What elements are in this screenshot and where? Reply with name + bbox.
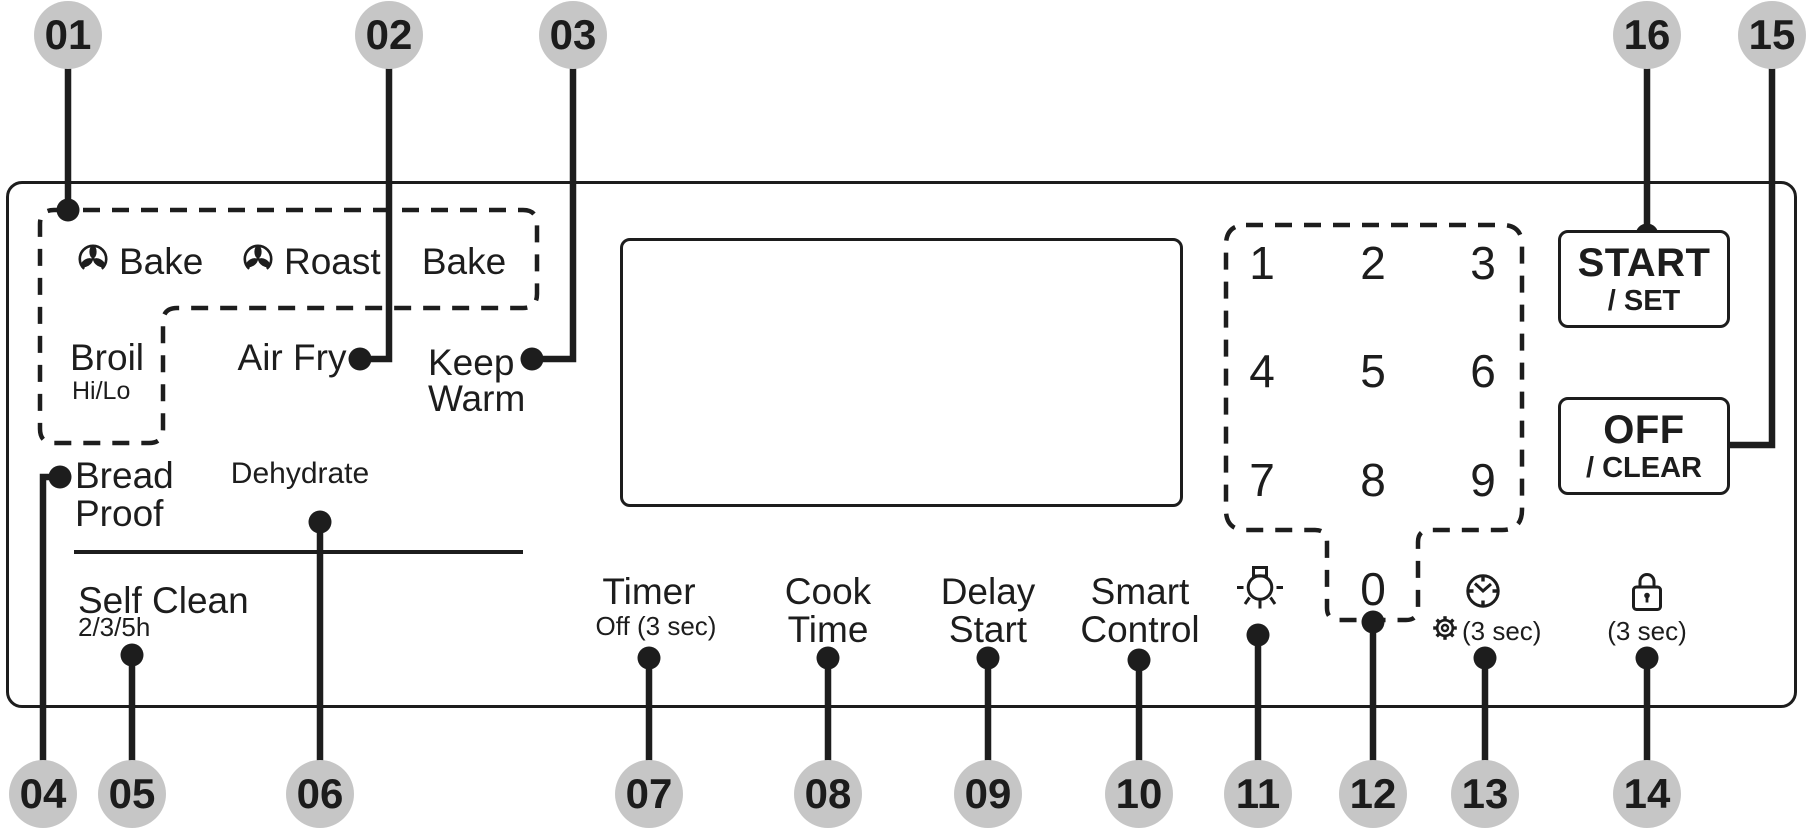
- callout-dot-04: [48, 465, 72, 489]
- keypad-key-0[interactable]: 0: [1360, 563, 1386, 615]
- keep-warm-label-line1[interactable]: Keep: [428, 342, 515, 383]
- keypad-dashed-outline: [1223, 222, 1525, 623]
- callout-dot-11: [1246, 623, 1270, 647]
- clock-icon[interactable]: [1466, 574, 1500, 608]
- callout-dot-08: [816, 646, 840, 670]
- keypad-key-9[interactable]: 9: [1470, 454, 1496, 506]
- keypad-key-6[interactable]: 6: [1470, 345, 1496, 397]
- callout-badge-12: 12: [1339, 760, 1407, 828]
- delay-start-label-line1[interactable]: Delay: [940, 571, 1036, 612]
- broil-hi-lo-sublabel: Hi/Lo: [72, 377, 131, 405]
- keypad-key-7[interactable]: 7: [1249, 454, 1275, 506]
- keypad-key-1[interactable]: 1: [1249, 237, 1275, 289]
- lock-hold-sublabel: (3 sec): [1607, 616, 1687, 646]
- start-set-button[interactable]: START / SET: [1558, 230, 1730, 328]
- keypad-key-8[interactable]: 8: [1360, 454, 1386, 506]
- air-fry-label[interactable]: Air Fry: [237, 337, 347, 378]
- callout-line-02: [360, 68, 393, 363]
- callout-dot-12: [1361, 610, 1385, 634]
- start-button-label: START: [1577, 240, 1711, 285]
- delay-start-label-line2[interactable]: Start: [948, 609, 1028, 650]
- timer-label[interactable]: Timer: [602, 571, 696, 612]
- callout-dot-01: [56, 198, 80, 222]
- callout-badge-07: 07: [615, 760, 683, 828]
- broil-label[interactable]: Broil: [70, 337, 145, 378]
- callout-badge-13: 13: [1451, 760, 1519, 828]
- callout-dot-05: [120, 643, 144, 667]
- keypad-key-4[interactable]: 4: [1249, 345, 1275, 397]
- timer-off-sublabel: Off (3 sec): [595, 611, 717, 641]
- callout-dot-10: [1127, 648, 1151, 672]
- off-button-sublabel: / CLEAR: [1586, 451, 1702, 484]
- callout-dot-14: [1635, 646, 1659, 670]
- smart-control-label-line1[interactable]: Smart: [1090, 571, 1190, 612]
- off-clear-button[interactable]: OFF / CLEAR: [1558, 397, 1730, 495]
- callout-badge-06: 06: [286, 760, 354, 828]
- keypad-key-3[interactable]: 3: [1470, 237, 1496, 289]
- callout-dot-07: [637, 646, 661, 670]
- callout-badge-01: 01: [34, 1, 102, 69]
- fan-icon: [243, 244, 273, 271]
- settings-hold-sublabel: (3 sec): [1462, 616, 1542, 646]
- callout-line-04: [39, 473, 60, 761]
- bread-proof-label-line1[interactable]: Bread: [75, 455, 174, 496]
- callout-badge-16: 16: [1613, 1, 1681, 69]
- callout-dot-13: [1473, 646, 1497, 670]
- callout-dot-02: [348, 347, 372, 371]
- callout-badge-14: 14: [1613, 760, 1681, 828]
- gear-icon[interactable]: [1433, 616, 1457, 640]
- cook-time-label-line2[interactable]: Time: [787, 609, 869, 650]
- keep-warm-label-line2[interactable]: Warm: [428, 378, 526, 419]
- callout-badge-03: 03: [539, 1, 607, 69]
- callout-badge-04: 04: [9, 760, 77, 828]
- callout-badge-05: 05: [98, 760, 166, 828]
- bread-proof-label-line2[interactable]: Proof: [75, 493, 164, 534]
- mode-zone-dashed-outline: [37, 207, 540, 446]
- roast-convection-label[interactable]: Roast: [284, 241, 381, 282]
- callout-badge-11: 11: [1224, 760, 1292, 828]
- start-button-sublabel: / SET: [1607, 284, 1681, 317]
- light-bulb-icon[interactable]: [1237, 566, 1283, 609]
- keypad-key-5[interactable]: 5: [1360, 345, 1386, 397]
- self-clean-hours-sublabel: 2/3/5h: [78, 612, 151, 642]
- fan-icon: [78, 244, 108, 271]
- callout-line-03: [532, 68, 577, 363]
- callout-dot-06: [308, 510, 332, 534]
- callout-dot-03: [520, 347, 544, 371]
- callout-line-15: [1717, 68, 1776, 449]
- callout-badge-08: 08: [794, 760, 862, 828]
- display-window: [620, 238, 1183, 507]
- bake-convection-label[interactable]: Bake: [119, 241, 204, 282]
- dehydrate-label[interactable]: Dehydrate: [230, 457, 370, 490]
- self-clean-label[interactable]: Self Clean: [78, 580, 249, 621]
- off-button-label: OFF: [1603, 407, 1685, 452]
- callout-badge-15: 15: [1738, 1, 1806, 69]
- callout-badge-09: 09: [954, 760, 1022, 828]
- callout-badge-02: 02: [355, 1, 423, 69]
- keypad-key-2[interactable]: 2: [1360, 237, 1386, 289]
- cook-time-label-line1[interactable]: Cook: [784, 571, 872, 612]
- bake-label[interactable]: Bake: [421, 241, 507, 282]
- lock-icon[interactable]: [1632, 573, 1662, 611]
- callout-badge-10: 10: [1105, 760, 1173, 828]
- smart-control-label-line2[interactable]: Control: [1080, 609, 1200, 650]
- callout-dot-09: [976, 646, 1000, 670]
